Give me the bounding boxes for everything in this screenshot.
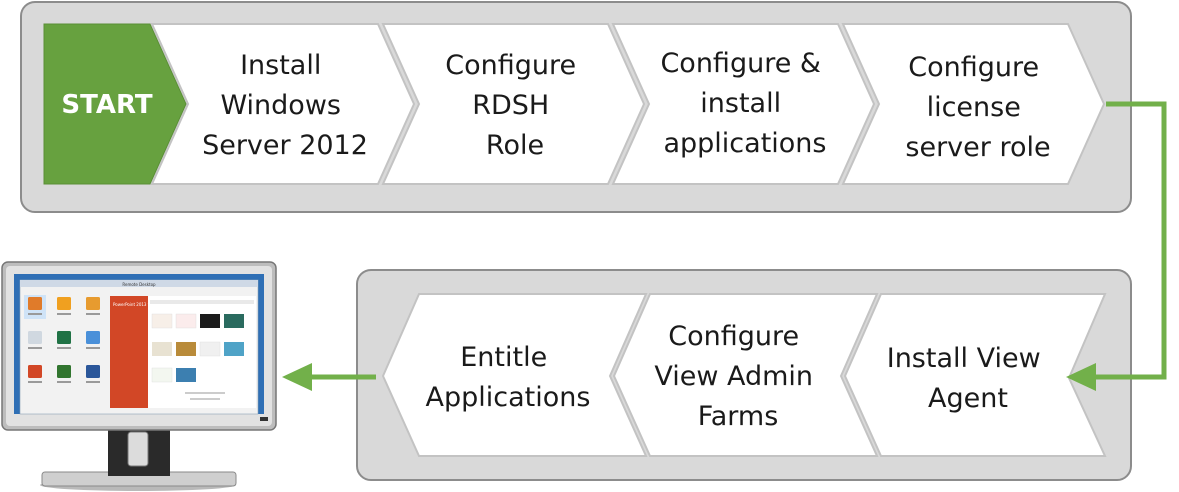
step-configure-view-admin-label: Configure View Admin Farms (654, 321, 821, 432)
app-icon-word (82, 363, 104, 387)
monitor-panel-title: PowerPoint 2013 trial (113, 302, 156, 307)
monitor-window-title: Remote Desktop (122, 282, 156, 287)
step-entitle-applications-label: Entitle Applications (426, 342, 591, 413)
step-configure-apps-chevron (611, 23, 876, 185)
step-install-windows-label: Install Windows Server 2012 (202, 50, 368, 161)
start-label: START (61, 90, 152, 120)
top-row: START Install Windows Server 2012 Config… (43, 23, 1106, 185)
step-configure-license-chevron (841, 23, 1106, 185)
step-entitle-applications-chevron (381, 293, 648, 457)
app-icon-photos (82, 295, 104, 319)
app-icon-powerpoint (24, 363, 46, 387)
app-icon-image (53, 295, 75, 319)
monitor-icon: Remote Desktop PowerPoint 2013 trial (1, 261, 277, 491)
app-icon-excel (53, 329, 75, 353)
step-configure-rdsh-chevron (381, 23, 646, 185)
step-install-windows-chevron (150, 23, 416, 185)
step-configure-rdsh-label: Configure RDSH Role (445, 50, 584, 161)
app-icon-calculator (24, 329, 46, 353)
app-icon-paint (24, 295, 46, 319)
output-arrow (282, 363, 376, 391)
app-icon-project (53, 363, 75, 387)
step-configure-license-label: Configure license server role (905, 52, 1050, 163)
app-icon-grid (24, 295, 104, 387)
bottom-row: Install View Agent Configure View Admin … (381, 293, 1107, 457)
step-install-view-agent-chevron (843, 293, 1107, 457)
step-install-view-agent-label: Install View Agent (887, 343, 1050, 414)
step-configure-apps-label: Configure & install applications (660, 48, 829, 159)
connector-arrow (1066, 101, 1167, 391)
app-icon-notes (82, 329, 104, 353)
step-configure-view-admin-chevron (612, 293, 879, 457)
start-chevron (43, 23, 187, 185)
